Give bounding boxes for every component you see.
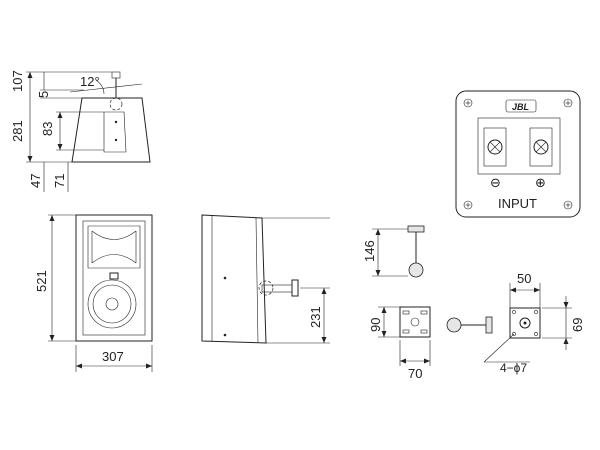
plate-width-label: 70 — [408, 366, 422, 381]
mount-height-label: 69 — [570, 318, 585, 332]
plus-terminal-symbol: ⊕ — [535, 175, 546, 190]
dim-281-label: 281 — [10, 120, 25, 142]
dim-83-label: 83 — [40, 122, 55, 136]
mount-width-label: 50 — [517, 271, 531, 286]
front-width-label: 307 — [102, 349, 124, 364]
dim-71-label: 71 — [52, 174, 67, 188]
bracket-mount — [446, 283, 572, 363]
bracket-plate — [378, 306, 431, 366]
input-label: INPUT — [498, 196, 537, 211]
side-view — [201, 214, 330, 344]
bracket-height-label: 231 — [308, 306, 323, 328]
bracket-side-height-label: 146 — [362, 240, 377, 262]
front-height-label: 521 — [34, 270, 49, 292]
plate-height-label: 90 — [368, 318, 383, 332]
angle-label: 12° — [80, 74, 100, 89]
side-profile-tilted — [26, 71, 151, 192]
minus-terminal-symbol: ⊖ — [490, 175, 501, 190]
input-panel — [455, 90, 581, 218]
mount-hole-label: 4−ϕ7 — [500, 361, 527, 375]
bracket-side — [372, 225, 425, 278]
dim-107-label: 107 — [10, 70, 25, 92]
front-view — [48, 214, 153, 372]
dim-47-label: 47 — [28, 174, 43, 188]
jbl-logo-text: JBL — [512, 102, 529, 112]
dim-5-label: 5 — [36, 91, 51, 98]
